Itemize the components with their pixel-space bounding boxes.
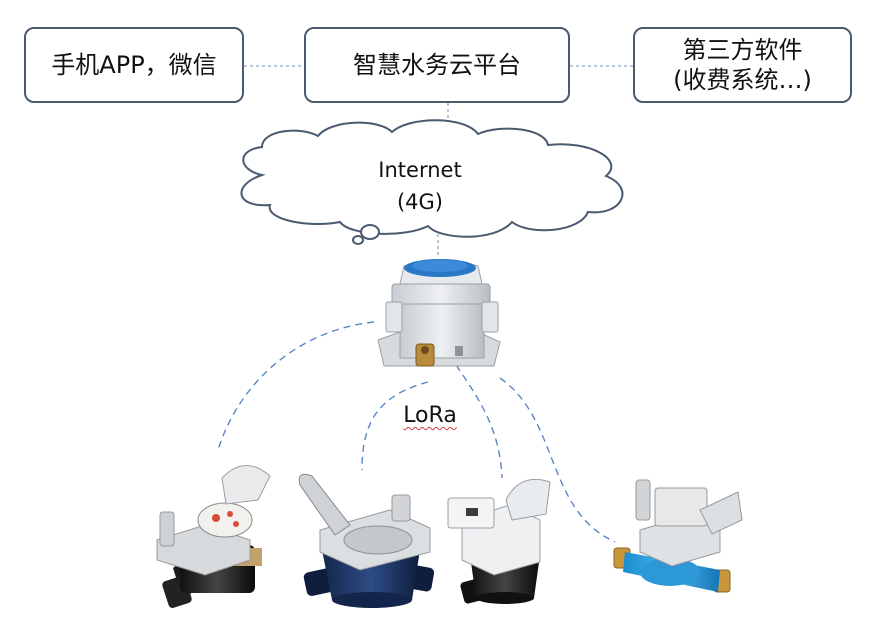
third-party-software-box: 第三方软件 (收费系统…) bbox=[633, 27, 852, 103]
water-meter-icon bbox=[156, 465, 271, 608]
mobile-app-wechat-label: 手机APP，微信 bbox=[51, 51, 217, 79]
lora-label: LoRa bbox=[403, 403, 457, 428]
lora-link-meter-1 bbox=[217, 321, 375, 451]
gateway-device-icon bbox=[377, 259, 501, 367]
lora-links bbox=[217, 321, 616, 543]
water-meter-icon bbox=[613, 479, 743, 593]
water-meter-icon bbox=[298, 473, 435, 608]
internet-label: Internet bbox=[378, 158, 462, 182]
lora-link-meter-2 bbox=[361, 381, 429, 471]
internet-cloud-label: Internet (4G) bbox=[340, 154, 500, 218]
lora-link-meter-3 bbox=[455, 364, 503, 479]
lora-link-meter-4 bbox=[499, 377, 616, 543]
third-party-software-label: 第三方软件 (收费系统…) bbox=[673, 36, 812, 94]
cloud-icon bbox=[240, 119, 624, 245]
smart-water-cloud-platform-label: 智慧水务云平台 bbox=[353, 51, 521, 79]
mobile-app-wechat-box: 手机APP，微信 bbox=[24, 27, 244, 103]
connector-lines bbox=[244, 65, 633, 258]
water-meter-icon bbox=[447, 478, 551, 604]
network-type-label: (4G) bbox=[396, 190, 444, 214]
smart-water-cloud-platform-box: 智慧水务云平台 bbox=[304, 27, 570, 103]
